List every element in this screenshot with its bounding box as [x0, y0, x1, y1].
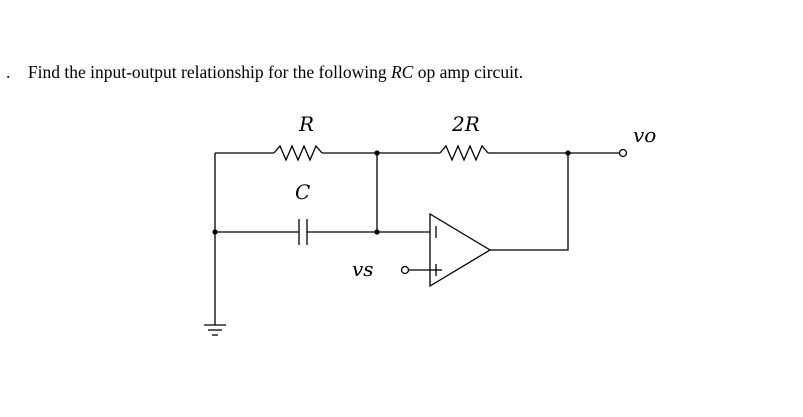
- output-wire: [490, 153, 569, 251]
- input-terminal: [400, 265, 410, 275]
- question-emph: RC: [390, 62, 414, 82]
- output-terminal: [618, 148, 628, 158]
- label-r: R: [298, 112, 314, 136]
- question-prefix: Find the input-output relationship for t…: [27, 62, 387, 82]
- label-vs: vs: [352, 257, 374, 281]
- question-text: . Find the input-output relationship for…: [6, 62, 523, 83]
- node-dot: [374, 229, 380, 235]
- label-vo: vo: [633, 123, 656, 147]
- ground-symbol: [204, 324, 226, 336]
- label-c: C: [295, 180, 310, 204]
- question-number: .: [6, 62, 11, 82]
- question-suffix: op amp circuit.: [417, 62, 524, 82]
- resistor-2r: [439, 144, 489, 162]
- label-2r: 2R: [451, 112, 480, 136]
- op-amp: [429, 212, 492, 288]
- resistor-r: [273, 144, 323, 162]
